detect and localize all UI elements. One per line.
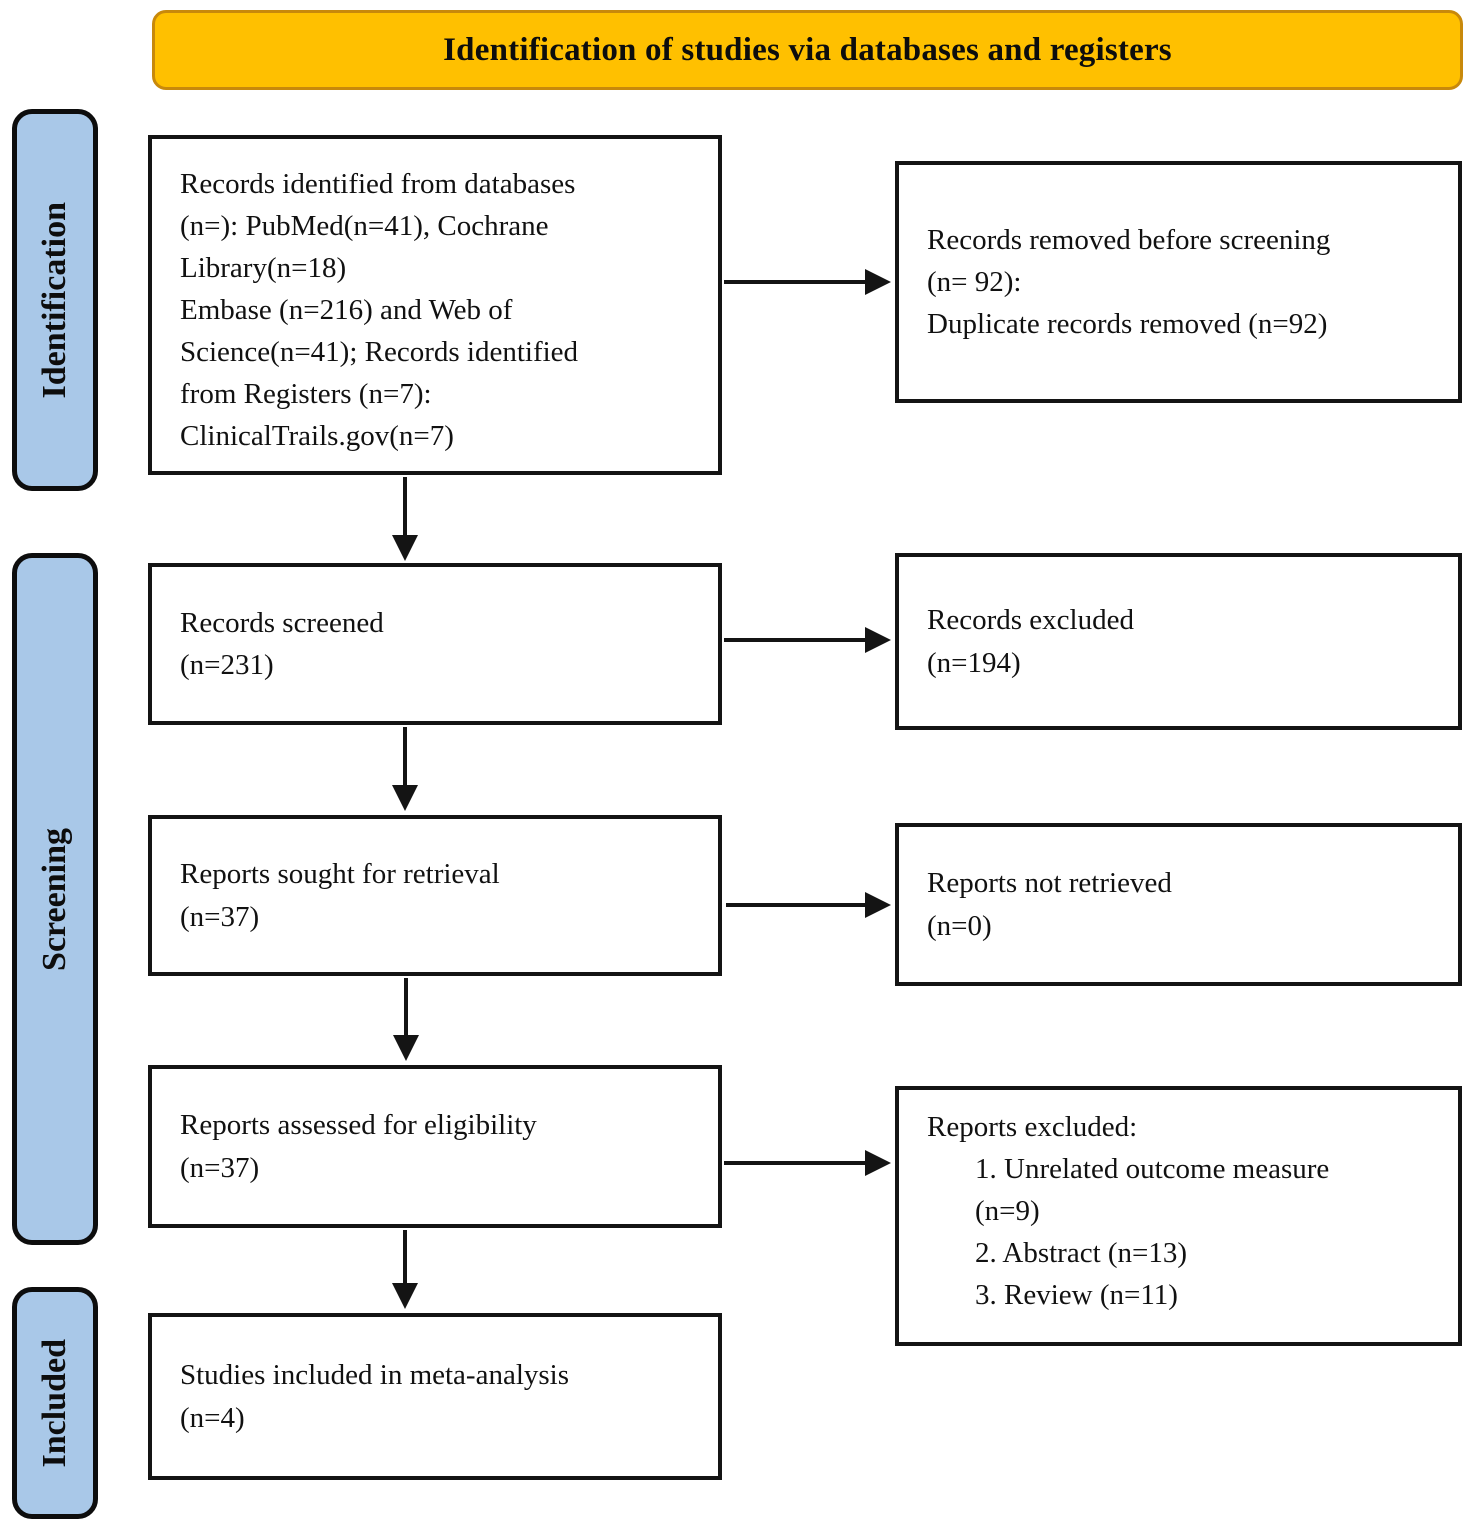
- box-records-identified: Records identified from databases (n=): …: [148, 135, 722, 475]
- header-banner: Identification of studies via databases …: [152, 10, 1463, 90]
- box-records-removed-text: Records removed before screening (n= 92)…: [927, 223, 1331, 341]
- stage-identification: Identification: [12, 109, 98, 491]
- arrow-sought-to-not-retrieved: [726, 892, 891, 918]
- stage-screening: Screening: [12, 553, 98, 1245]
- box-studies-included: Studies included in meta-analysis (n=4): [148, 1313, 722, 1480]
- box-reports-sought: Reports sought for retrieval (n=37): [148, 815, 722, 976]
- reports-excluded-item: 3. Review (n=11): [975, 1279, 1178, 1312]
- header-title: Identification of studies via databases …: [443, 31, 1172, 68]
- box-records-identified-text: Records identified from databases (n=): …: [180, 168, 579, 453]
- stage-included: Included: [12, 1287, 98, 1519]
- box-records-removed: Records removed before screening (n= 92)…: [895, 161, 1462, 403]
- box-reports-excluded-title: Reports excluded:: [927, 1111, 1138, 1143]
- arrow-identified-to-screened: [392, 477, 418, 561]
- reports-excluded-item: 2. Abstract (n=13): [975, 1237, 1188, 1270]
- box-reports-excluded: Reports excluded: 1. Unrelated outcome m…: [895, 1086, 1462, 1346]
- stage-identification-label: Identification: [36, 201, 73, 399]
- box-reports-excluded-items: 1. Unrelated outcome measure (n=9) 2. Ab…: [927, 1148, 1430, 1316]
- box-reports-assessed: Reports assessed for eligibility (n=37): [148, 1065, 722, 1228]
- arrow-identified-to-removed: [724, 269, 891, 295]
- box-studies-included-text: Studies included in meta-analysis (n=4): [180, 1359, 570, 1434]
- arrow-screened-to-excluded: [724, 627, 891, 653]
- box-records-excluded: Records excluded (n=194): [895, 553, 1462, 730]
- reports-excluded-item: 1. Unrelated outcome measure (n=9): [975, 1153, 1330, 1228]
- stage-included-label: Included: [36, 1338, 73, 1468]
- box-records-excluded-text: Records excluded (n=194): [927, 604, 1134, 679]
- arrow-screened-to-sought: [392, 727, 418, 811]
- arrow-assessed-to-included: [392, 1230, 418, 1309]
- arrow-assessed-to-reports-excluded: [724, 1150, 891, 1176]
- box-records-screened-text: Records screened (n=231): [180, 606, 384, 681]
- box-reports-not-retrieved: Reports not retrieved (n=0): [895, 823, 1462, 986]
- arrow-sought-to-assessed: [393, 978, 419, 1061]
- box-reports-not-retrieved-text: Reports not retrieved (n=0): [927, 867, 1172, 942]
- stage-screening-label: Screening: [36, 827, 73, 971]
- box-reports-assessed-text: Reports assessed for eligibility (n=37): [180, 1109, 537, 1184]
- box-reports-sought-text: Reports sought for retrieval (n=37): [180, 858, 500, 933]
- box-records-screened: Records screened (n=231): [148, 563, 722, 725]
